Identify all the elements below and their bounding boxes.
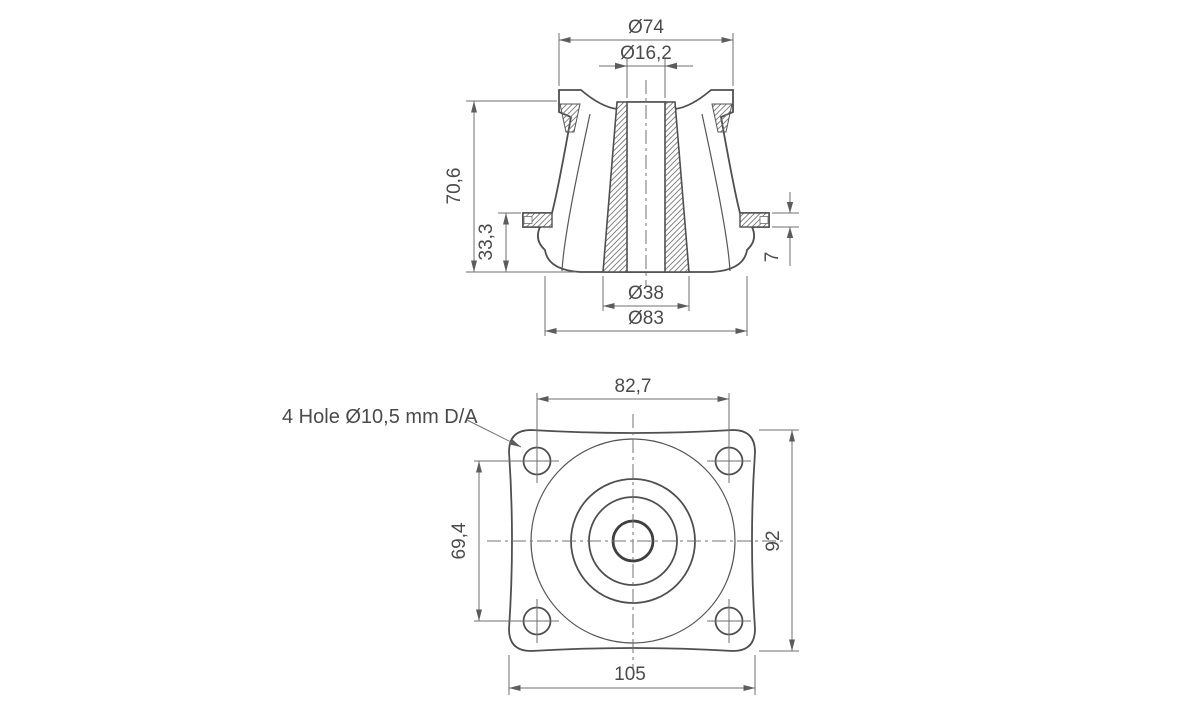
- dim-plate-height-text: 92: [763, 530, 784, 551]
- dim-plate-width: 105: [508, 655, 756, 695]
- dim-sleeve-base-text: Ø38: [628, 283, 664, 304]
- dim-hole-pitch-horizontal: 82,7: [536, 376, 730, 441]
- side-tab-left-notch: [523, 216, 533, 224]
- mounting-hole-top-left: [515, 439, 559, 483]
- hole-note-leader: [466, 419, 522, 448]
- flange-plate-outline: [508, 429, 756, 652]
- dim-lower-height-text: 33,3: [476, 224, 497, 261]
- dim-tab-arrow-bottom: [786, 227, 794, 238]
- mounting-hole-bottom-left: [515, 599, 559, 643]
- dim-bore-diameter: Ø16,2: [599, 43, 693, 98]
- rubber-seam-left: [561, 113, 591, 272]
- side-tab-right-notch: [759, 216, 769, 224]
- mounting-hole-bottom-right: [707, 599, 751, 643]
- dim-base-text: Ø83: [628, 308, 664, 329]
- dim-bore-arrow-left: [615, 62, 627, 70]
- mounting-hole-top-right: [707, 439, 751, 483]
- dim-sleeve-base-diameter: Ø38: [602, 276, 690, 311]
- dim-pitch-v-text: 69,4: [449, 522, 470, 559]
- front-section-view: Ø74 Ø16,2 70,6 33,3: [444, 17, 799, 336]
- dim-tab-thickness-text: 7: [762, 252, 783, 263]
- dim-bore-text: Ø16,2: [620, 43, 672, 64]
- rubber-seam-right: [701, 113, 731, 272]
- dim-tab-thickness: 7: [762, 192, 799, 266]
- dim-overall-height-text: 70,6: [444, 168, 465, 205]
- plan-view: 4 Hole Ø10,5 mm D/A 82,7 69,4 92 105: [282, 376, 799, 695]
- dim-plate-height: 92: [759, 429, 799, 652]
- dim-pitch-h-text: 82,7: [615, 376, 652, 397]
- dim-tab-arrow-top: [786, 202, 794, 213]
- dim-hole-pitch-vertical: 69,4: [449, 460, 522, 622]
- rim-lip-right: [711, 103, 733, 133]
- dim-overall-height: 70,6: [444, 100, 576, 273]
- rim-lip-left: [559, 103, 581, 133]
- hole-note: 4 Hole Ø10,5 mm D/A: [282, 406, 522, 448]
- dim-lower-height: 33,3: [476, 212, 521, 272]
- dim-top-diameter: Ø74: [558, 17, 734, 86]
- hole-note-text: 4 Hole Ø10,5 mm D/A: [282, 406, 478, 428]
- dim-plate-width-text: 105: [614, 664, 646, 685]
- dim-top-diameter-text: Ø74: [628, 17, 664, 38]
- dim-bore-arrow-right: [665, 62, 677, 70]
- dim-base-diameter: Ø83: [544, 276, 748, 336]
